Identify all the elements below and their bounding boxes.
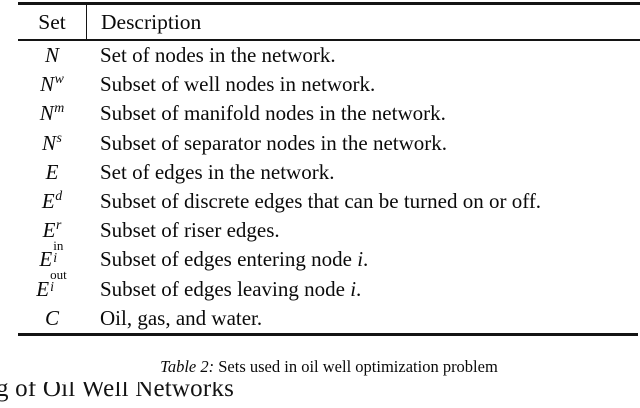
table-row: Nw Subset of well nodes in network. bbox=[18, 70, 640, 99]
set-symbol: C bbox=[44, 305, 59, 330]
description-cell: Oil, gas, and water. bbox=[100, 305, 263, 330]
table-2-block: Set Description N Set of nodes in the net… bbox=[18, 2, 640, 337]
set-symbol: Nw bbox=[40, 71, 64, 97]
description-cell: Subset of edges leaving node i. bbox=[100, 276, 362, 301]
set-symbol-cell: E bbox=[18, 158, 86, 187]
table-row: Ns Subset of separator nodes in the netwo… bbox=[18, 129, 640, 158]
table-row: Nm Subset of manifold nodes in the networ… bbox=[18, 99, 640, 128]
set-symbol-cell: Er bbox=[18, 216, 86, 245]
set-symbol: Ed bbox=[41, 188, 63, 214]
set-symbol: Ns bbox=[42, 129, 62, 155]
description-cell: Subset of discrete edges that can be tur… bbox=[100, 189, 542, 214]
set-symbol-cell: C bbox=[18, 304, 86, 333]
set-symbol: Nm bbox=[39, 100, 65, 126]
math-italic-i: i bbox=[350, 276, 357, 301]
description-cell: Subset of well nodes in network. bbox=[100, 72, 376, 97]
set-symbol: E bbox=[45, 159, 59, 184]
header-row: Set Description bbox=[18, 5, 640, 39]
description-cell: Subset of manifold nodes in the network. bbox=[100, 101, 446, 126]
set-symbol-cell: N bbox=[18, 41, 86, 70]
set-symbol-cell: Ed bbox=[18, 187, 86, 216]
section-heading-cutoff-text: g of Oil Well Networks bbox=[0, 382, 235, 402]
table-row: Ed Subset of discrete edges that can be t… bbox=[18, 187, 640, 216]
description-cell: Subset of separator nodes in the network… bbox=[100, 130, 448, 155]
table-caption: Table 2: Sets used in oil well optimizat… bbox=[18, 357, 640, 377]
sets-table: Set Description bbox=[18, 5, 640, 39]
description-cell: Subset of riser edges. bbox=[100, 218, 280, 243]
table-row: Er Subset of riser edges. bbox=[18, 216, 640, 245]
header-set: Set bbox=[38, 10, 66, 34]
table-header: Set Description bbox=[18, 5, 640, 39]
set-symbol-cell: Ns bbox=[18, 129, 86, 158]
set-symbol: N bbox=[44, 43, 59, 67]
table-bottom-rule bbox=[18, 333, 638, 337]
table-top-rule bbox=[18, 2, 640, 5]
header-description: Description bbox=[86, 5, 640, 39]
description-cell: Set of nodes in the network. bbox=[100, 43, 336, 67]
math-italic-i: i bbox=[357, 247, 364, 272]
table-mid-rule bbox=[18, 39, 640, 41]
caption-label: Table 2: bbox=[160, 357, 215, 376]
table-row: N Set of nodes in the network. bbox=[18, 41, 640, 70]
description-cell: Subset of edges entering node i. bbox=[100, 247, 369, 272]
table-row: E Set of edges in the network. bbox=[18, 158, 640, 187]
set-symbol-cell: Nw bbox=[18, 70, 86, 99]
section-heading-cutoff: g of Oil Well Networks bbox=[0, 382, 234, 408]
table-row: C Oil, gas, and water. bbox=[18, 304, 640, 333]
set-symbol-cell: Nm bbox=[18, 99, 86, 128]
set-symbol: Er bbox=[42, 217, 62, 243]
description-cell: Set of edges in the network. bbox=[100, 159, 335, 184]
caption-text: Sets used in oil well optimization probl… bbox=[214, 357, 498, 376]
